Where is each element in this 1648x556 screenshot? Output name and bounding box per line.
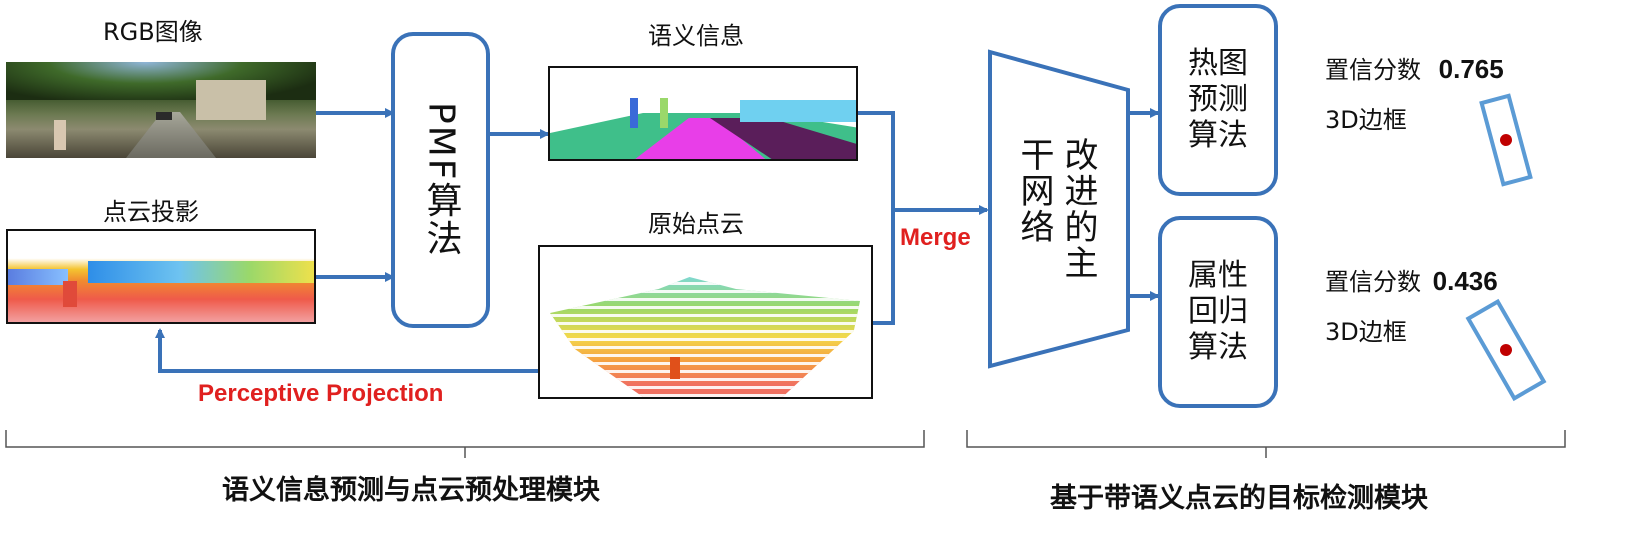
right-bracket	[966, 430, 1566, 448]
projection-label: 点云投影	[103, 198, 199, 226]
bbox-icon-1	[1479, 93, 1533, 187]
perceptive-projection-arrow	[155, 328, 538, 373]
rgb-image	[6, 62, 316, 158]
bbox-label-2: 3D边框	[1325, 318, 1407, 346]
semantic-image	[548, 66, 858, 161]
backbone-text-wrap: 改进的主干网络	[1008, 132, 1104, 292]
raw-cloud-label: 原始点云	[648, 210, 744, 238]
module-left-title: 语义信息预测与点云预处理模块	[222, 475, 600, 506]
module-right-title: 基于带语义点云的目标检测模块	[1050, 483, 1428, 514]
attr-box: 属性 回归 算法	[1158, 216, 1278, 408]
bbox-icon-2	[1465, 298, 1547, 402]
backbone-trapezoid	[988, 49, 1130, 369]
semantic-label: 语义信息	[648, 22, 744, 50]
bbox-label-1: 3D边框	[1325, 106, 1407, 134]
attr-line-2: 回归	[1188, 294, 1248, 329]
conf-value-2: 0.436	[1432, 266, 1498, 296]
conf-label-2: 置信分数 0.436	[1325, 262, 1498, 297]
conf-text-2: 置信分数	[1325, 268, 1421, 296]
merge-connector	[858, 111, 895, 325]
merge-label: Merge	[900, 224, 971, 251]
perceptive-projection-label: Perceptive Projection	[198, 380, 444, 407]
conf-value-1: 0.765	[1438, 54, 1504, 84]
heatmap-line-2: 预测	[1188, 82, 1248, 117]
left-bracket	[5, 430, 925, 448]
attr-line-3: 算法	[1188, 330, 1248, 365]
rgb-label: RGB图像	[103, 18, 203, 46]
heatmap-line-1: 热图	[1188, 46, 1248, 81]
backbone-label: 改进的主干网络	[1014, 137, 1098, 281]
heatmap-box: 热图 预测 算法	[1158, 4, 1278, 196]
attr-line-1: 属性	[1188, 258, 1248, 293]
pmf-label: PMF算法	[420, 102, 462, 258]
conf-text-1: 置信分数	[1325, 56, 1421, 84]
heatmap-line-3: 算法	[1188, 118, 1248, 153]
pmf-box: PMF算法	[391, 32, 490, 328]
conf-label-1: 置信分数 0.765	[1325, 50, 1504, 85]
raw-cloud-image	[538, 245, 873, 399]
projection-image	[6, 229, 316, 324]
